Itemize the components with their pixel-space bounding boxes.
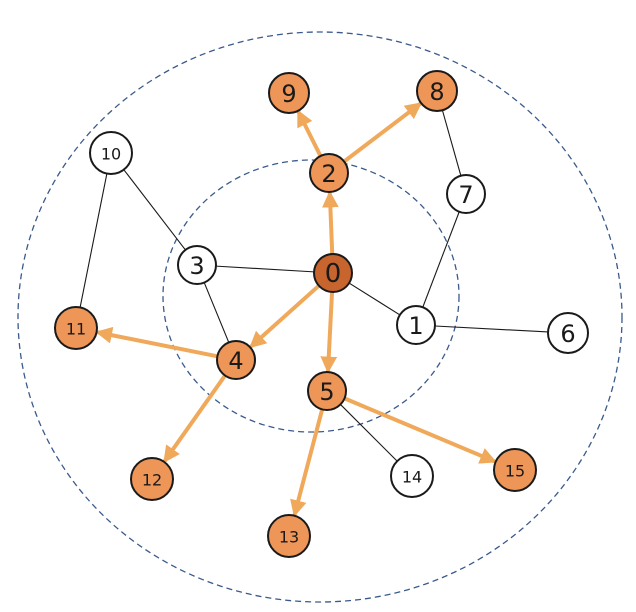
node-label-1: 1 <box>408 312 423 340</box>
node-10: 10 <box>89 131 133 175</box>
tree-edge-n0-n2 <box>321 190 339 257</box>
edge-n0-n3 <box>215 265 315 273</box>
edge-n3-n10 <box>123 169 186 251</box>
node-label-9: 9 <box>281 80 296 108</box>
tree-edge-n4-n11 <box>95 326 220 359</box>
node-11: 11 <box>54 306 98 350</box>
node-label-12: 12 <box>142 471 162 490</box>
node-label-15: 15 <box>505 462 525 481</box>
edge-n1-n6 <box>434 325 549 333</box>
node-label-11: 11 <box>66 320 86 339</box>
outer-ring <box>17 31 623 603</box>
tree-edge-n0-n4 <box>249 283 321 349</box>
node-label-5: 5 <box>319 378 334 406</box>
edge-n10-n11 <box>79 173 108 308</box>
node-label-3: 3 <box>189 252 204 280</box>
node-circle-12 <box>130 457 174 501</box>
node-circle-15 <box>493 448 537 492</box>
edge-n7-n8 <box>441 110 462 176</box>
edge-n0-n1 <box>348 282 401 316</box>
edges-layer <box>79 102 549 518</box>
node-circle-6 <box>547 312 589 354</box>
node-label-6: 6 <box>560 320 575 348</box>
node-5: 5 <box>307 371 347 411</box>
node-7: 7 <box>446 174 486 214</box>
node-label-10: 10 <box>101 145 121 164</box>
node-4: 4 <box>216 340 256 380</box>
inner-ring <box>162 159 460 433</box>
node-1: 1 <box>396 305 436 345</box>
node-circle-13 <box>267 514 311 558</box>
tree-edge-n5-n15 <box>342 396 497 464</box>
node-circle-8 <box>416 70 458 112</box>
node-label-13: 13 <box>279 528 299 547</box>
node-circle-7 <box>446 174 486 214</box>
node-circle-4 <box>216 340 256 380</box>
edge-n3-n4 <box>203 282 230 343</box>
node-2: 2 <box>309 153 349 193</box>
node-label-8: 8 <box>429 78 444 106</box>
tree-edge-n2-n9 <box>296 109 323 159</box>
tree-edge-n5-n13 <box>290 407 325 518</box>
node-circle-0 <box>313 253 353 293</box>
node-3: 3 <box>177 245 217 285</box>
node-15: 15 <box>493 448 537 492</box>
tree-edge-n4-n12 <box>163 373 228 463</box>
node-circle-2 <box>309 153 349 193</box>
node-label-4: 4 <box>228 347 243 375</box>
edge-n5-n14 <box>340 404 398 462</box>
node-12: 12 <box>130 457 174 501</box>
node-label-14: 14 <box>402 468 422 487</box>
node-circle-10 <box>89 131 133 175</box>
node-label-7: 7 <box>458 181 473 209</box>
node-label-0: 0 <box>325 259 342 289</box>
node-circle-14 <box>390 454 434 498</box>
node-circle-1 <box>396 305 436 345</box>
node-circle-5 <box>307 371 347 411</box>
node-circle-9 <box>268 72 310 114</box>
node-9: 9 <box>268 72 310 114</box>
node-circle-3 <box>177 245 217 285</box>
node-8: 8 <box>416 70 458 112</box>
tree-edge-n0-n5 <box>320 289 338 374</box>
node-label-2: 2 <box>321 160 336 188</box>
edge-n1-n7 <box>422 211 460 308</box>
node-6: 6 <box>547 312 589 354</box>
node-circle-11 <box>54 306 98 350</box>
node-14: 14 <box>390 454 434 498</box>
node-0: 0 <box>313 253 353 293</box>
tree-edge-n2-n8 <box>342 102 423 164</box>
node-13: 13 <box>267 514 311 558</box>
